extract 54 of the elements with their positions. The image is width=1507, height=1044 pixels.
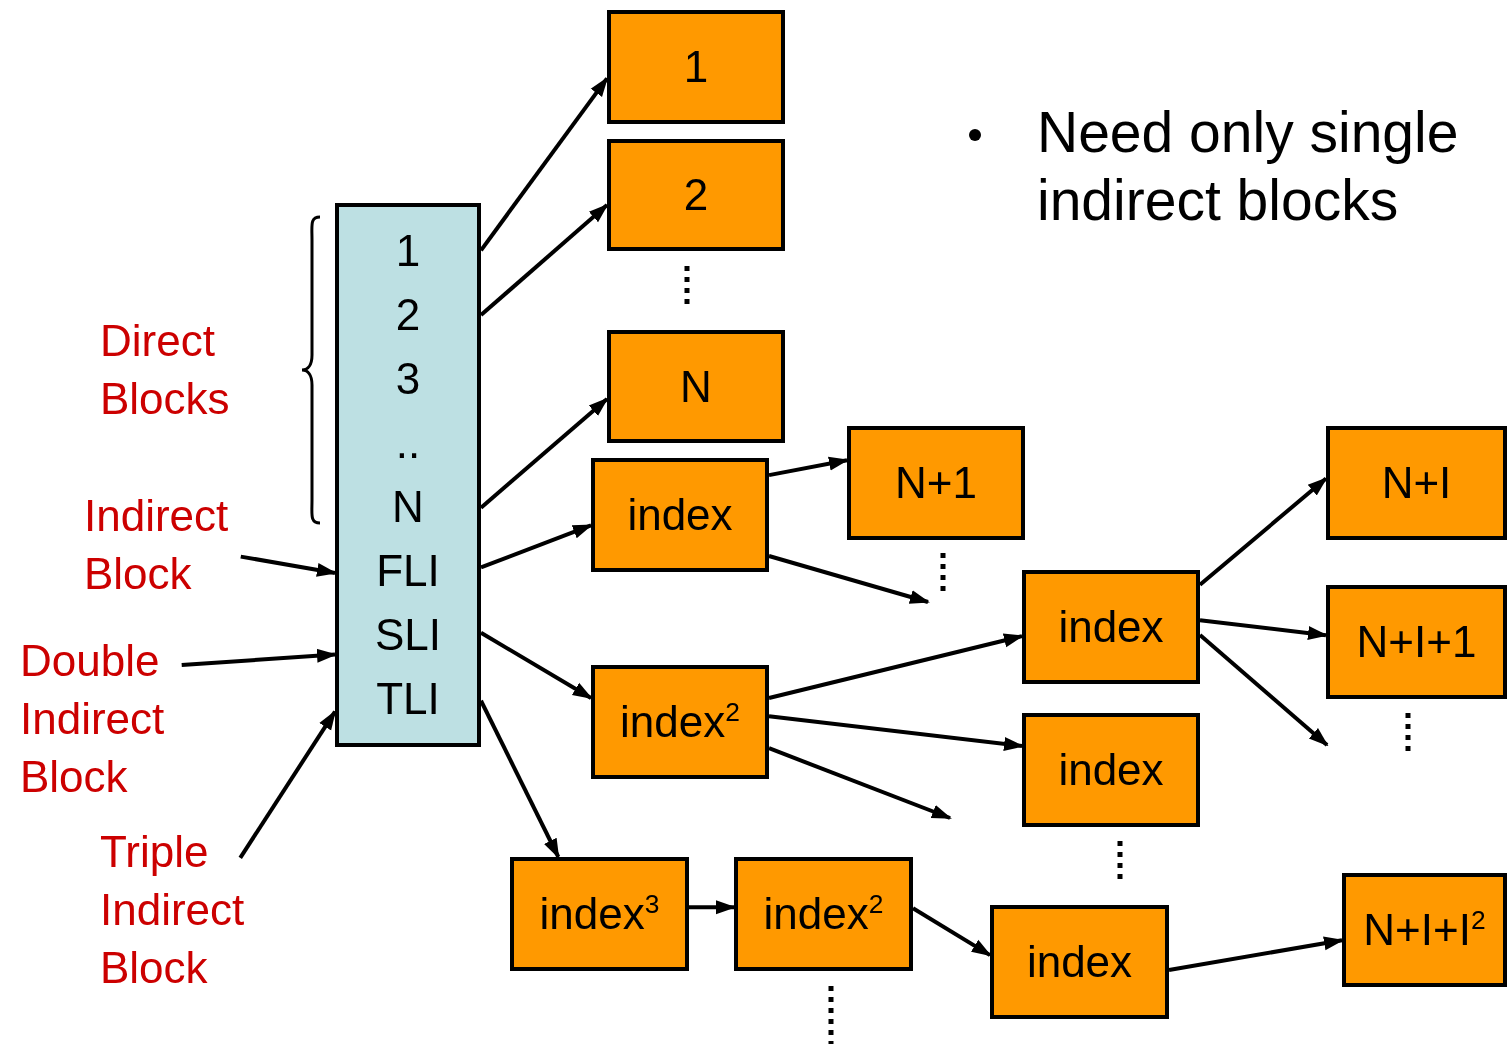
arrow	[768, 746, 952, 820]
block-box	[607, 139, 785, 251]
block-box	[510, 857, 689, 971]
block-box	[591, 458, 769, 572]
callout-text: Triple Indirect Block	[100, 823, 265, 997]
entry-label: N	[392, 481, 424, 533]
arrow	[240, 554, 337, 577]
block-label: index	[1058, 745, 1164, 795]
inode-box	[335, 203, 481, 747]
entry-label: 1	[395, 225, 421, 277]
block-label: 1	[683, 42, 709, 92]
block-box	[847, 426, 1025, 540]
block-label: index$^{2}$	[763, 889, 884, 939]
entry-label: FLI	[376, 545, 440, 597]
block-box	[1022, 570, 1200, 684]
arrow	[1199, 618, 1328, 640]
arrow	[768, 554, 930, 604]
arrow	[689, 900, 736, 915]
note-text: Need only single indirect blocks	[1037, 99, 1460, 234]
block-box	[1326, 426, 1507, 540]
arrow	[238, 709, 337, 859]
callout-text: Indirect Block	[84, 487, 249, 603]
entry-label: TLI	[376, 673, 440, 725]
block-box	[1326, 585, 1507, 699]
arrow	[768, 714, 1024, 751]
block-label: index	[1026, 937, 1133, 987]
arrow	[1168, 936, 1344, 972]
block-label: N	[680, 361, 712, 412]
block-box	[607, 10, 785, 124]
block-box	[1022, 713, 1200, 827]
block-label: N+1	[895, 458, 977, 508]
block-label: 2	[683, 170, 709, 220]
block-box	[1342, 873, 1507, 987]
entry-label: ..	[395, 417, 421, 469]
arrow	[768, 456, 849, 478]
block-box	[734, 857, 913, 971]
block-label: N+I	[1381, 458, 1452, 508]
block-label: N+I+1	[1356, 617, 1477, 667]
callout-text: Direct Blocks	[100, 315, 231, 425]
block-label: N+I+I$^{2}$	[1363, 905, 1486, 955]
block-box	[591, 665, 769, 779]
block-label: index$^{2}$	[620, 697, 740, 747]
arrow	[480, 523, 593, 570]
callout-text: Double Indirect Block	[20, 632, 185, 806]
entry-label: 3	[395, 353, 421, 405]
block-box	[990, 905, 1169, 1019]
arrow	[768, 633, 1024, 700]
block-label: index	[627, 490, 733, 540]
block-box	[607, 330, 785, 443]
block-label: index$^{3}$	[539, 889, 660, 939]
block-label: index	[1058, 602, 1164, 652]
entry-label: SLI	[374, 609, 441, 661]
arrow	[181, 648, 337, 668]
entry-label: 2	[395, 289, 421, 341]
